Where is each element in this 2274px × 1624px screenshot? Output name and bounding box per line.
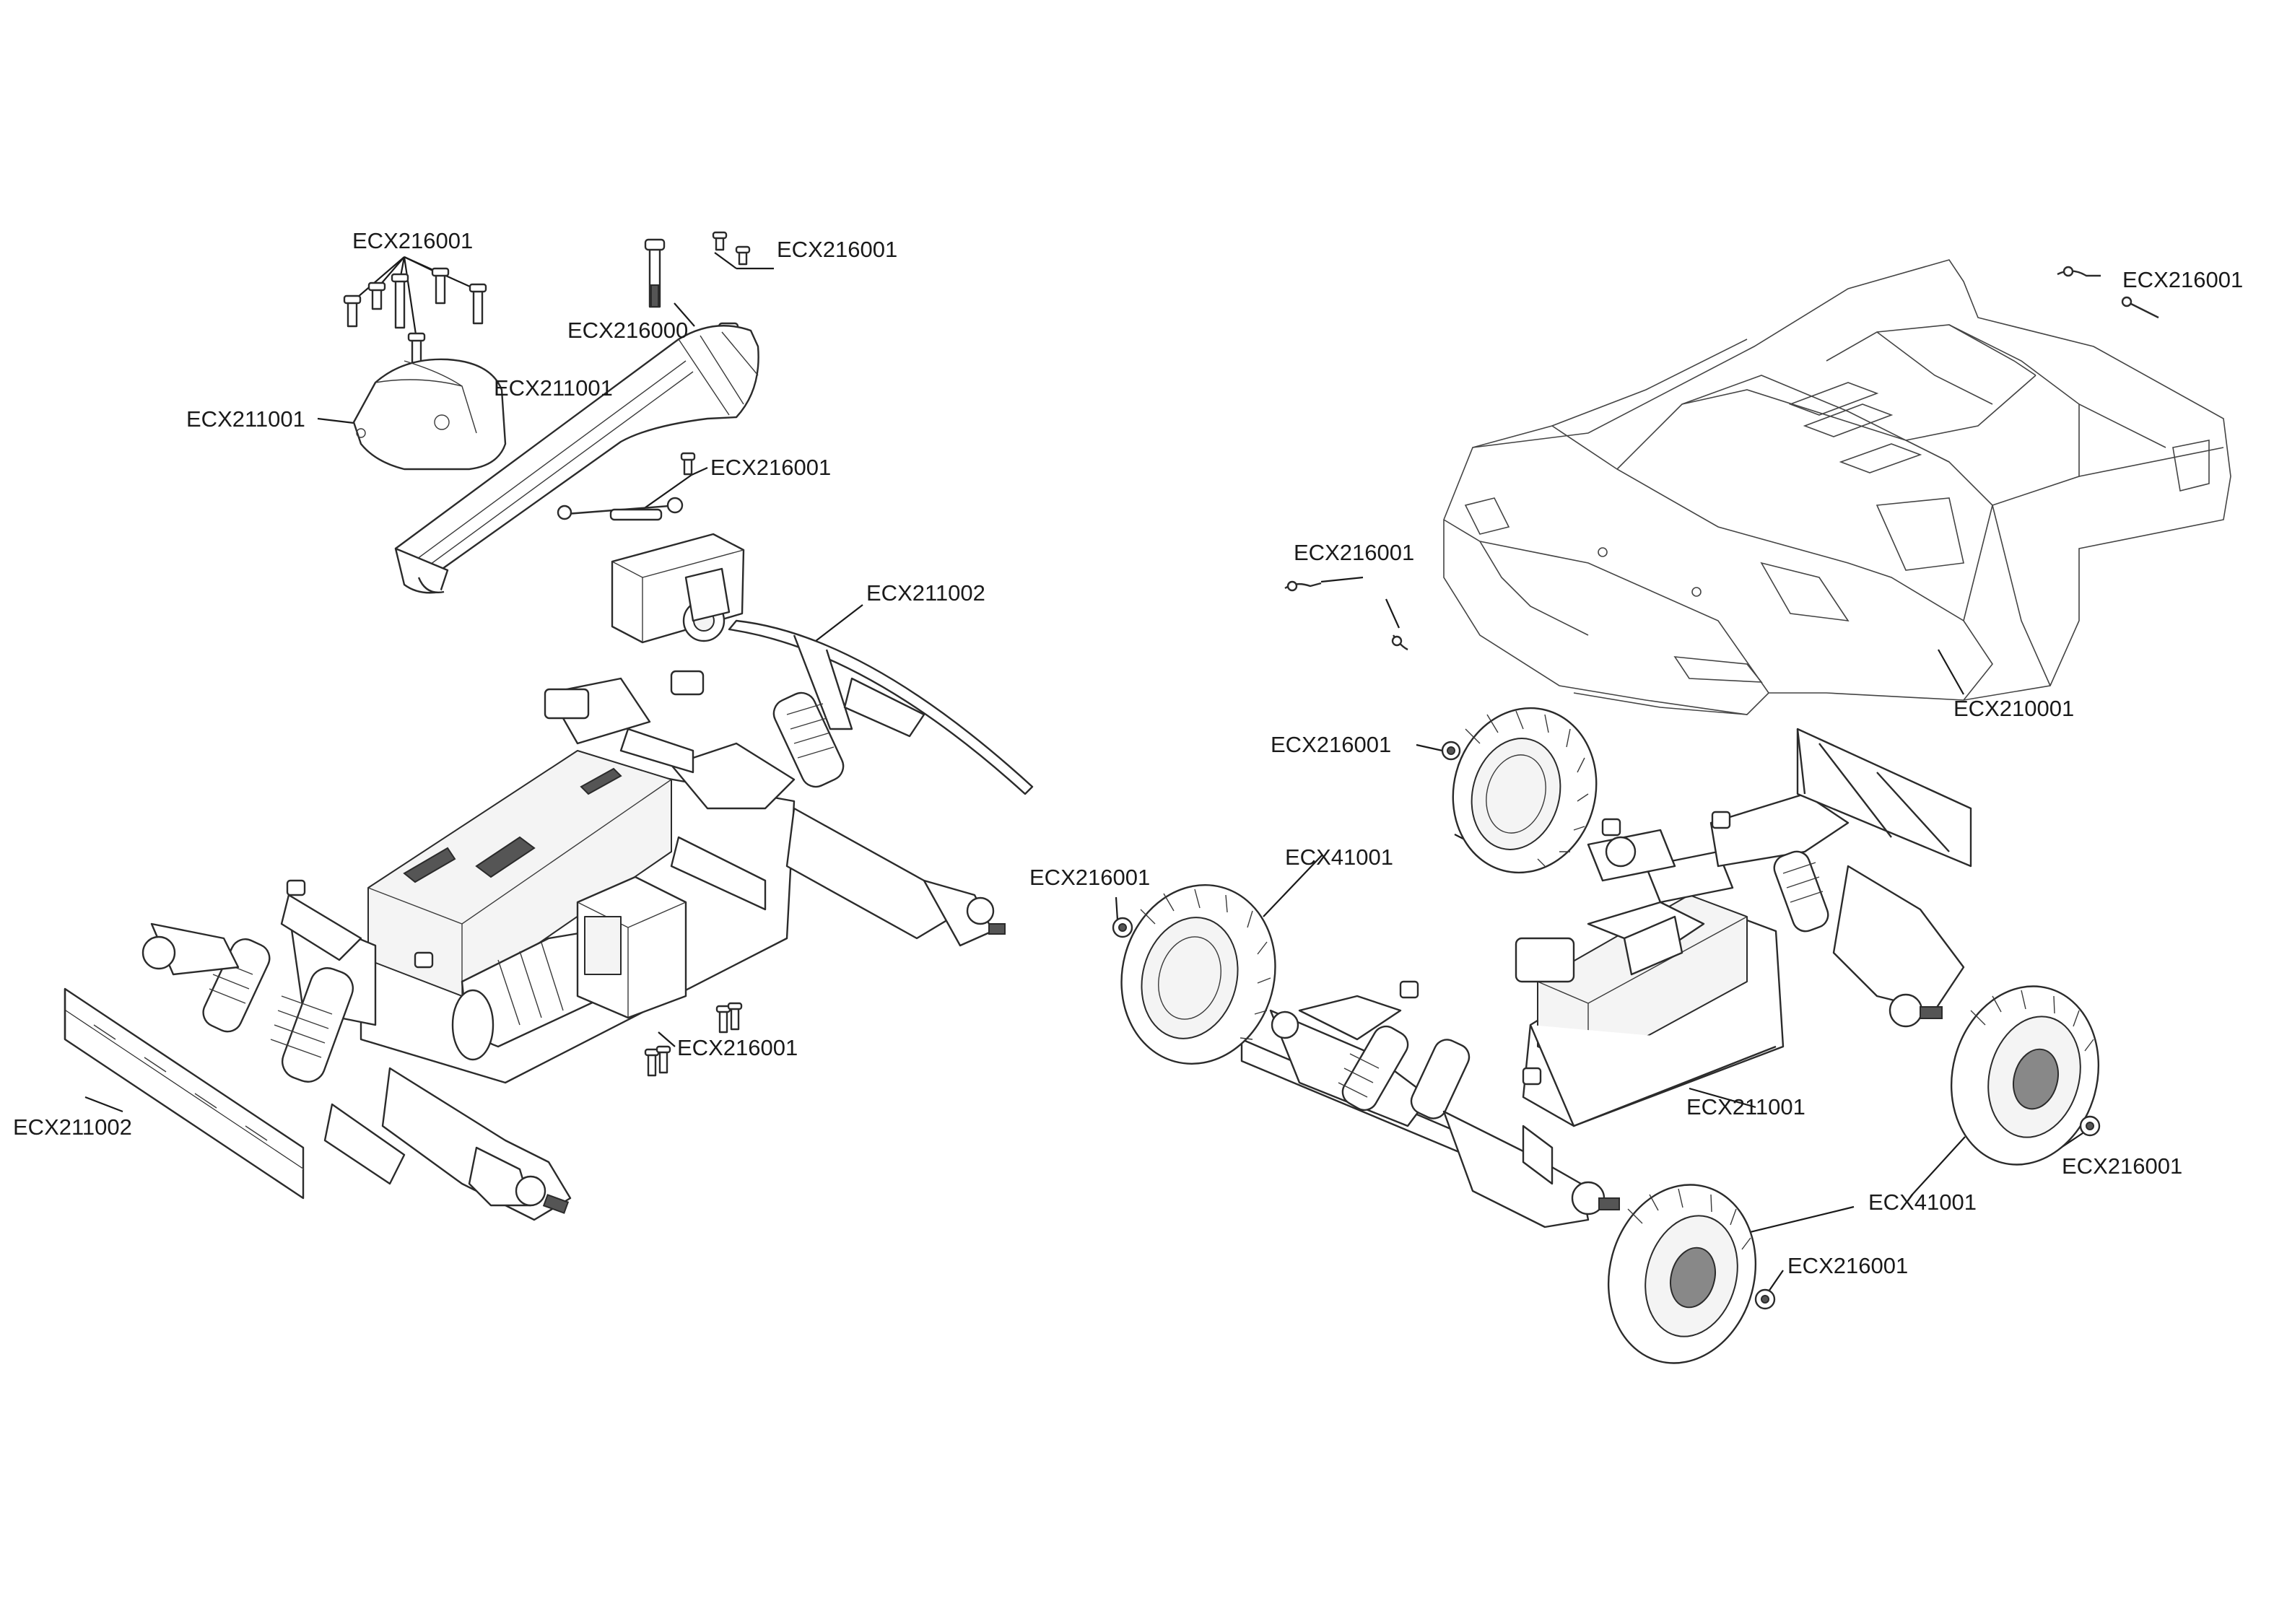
- body-shell: [1443, 259, 2231, 715]
- wheel-1: [1452, 707, 1598, 874]
- chassis-brace: [394, 325, 759, 594]
- label-wheel-left-upper: ECX41001: [1285, 844, 1393, 870]
- label-wheel-nut-bottom: ECX216001: [1787, 1253, 1909, 1278]
- body-clips: [1284, 266, 2159, 651]
- gear-cover: [352, 358, 507, 471]
- label-rear-bumper-left: ECX211002: [13, 1114, 132, 1140]
- label-body-clip-left: ECX216001: [2122, 267, 2244, 292]
- left-chassis: [64, 619, 1034, 1221]
- wheel-3: [1950, 985, 2100, 1166]
- label-body-shell: ECX210001: [1953, 696, 2075, 721]
- label-wheel-nut-left-lower: ECX216001: [1029, 865, 1151, 890]
- right-chassis: [1240, 728, 1972, 1228]
- label-posts: ECX216000: [567, 318, 689, 343]
- label-screws-top-mid: ECX216001: [777, 237, 898, 262]
- label-front-bumper-left: ECX211002: [866, 580, 985, 606]
- servo: [611, 533, 745, 644]
- label-chassis-brace: ECX211001: [494, 375, 613, 401]
- servo-link: [557, 452, 696, 521]
- label-servo-link-screws: ECX216001: [710, 455, 832, 480]
- wheels: [1112, 707, 2101, 1364]
- wheel-2: [1120, 884, 1276, 1065]
- label-wheel-nut-right: ECX216001: [2062, 1153, 2183, 1179]
- label-chassis-right: ECX211001: [1686, 1094, 1805, 1119]
- label-chassis-pins: ECX216001: [677, 1035, 798, 1060]
- label-wheel-right: ECX41001: [1868, 1189, 1977, 1215]
- label-body-clips: ECX216001: [1294, 540, 1415, 565]
- wheel-nuts: [1112, 741, 2101, 1310]
- label-cover-left: ECX211001: [186, 406, 305, 432]
- wheel-4: [1607, 1184, 1757, 1364]
- label-screws-top-left: ECX216001: [352, 228, 474, 253]
- label-wheel-nut-left-upper: ECX216001: [1271, 732, 1392, 757]
